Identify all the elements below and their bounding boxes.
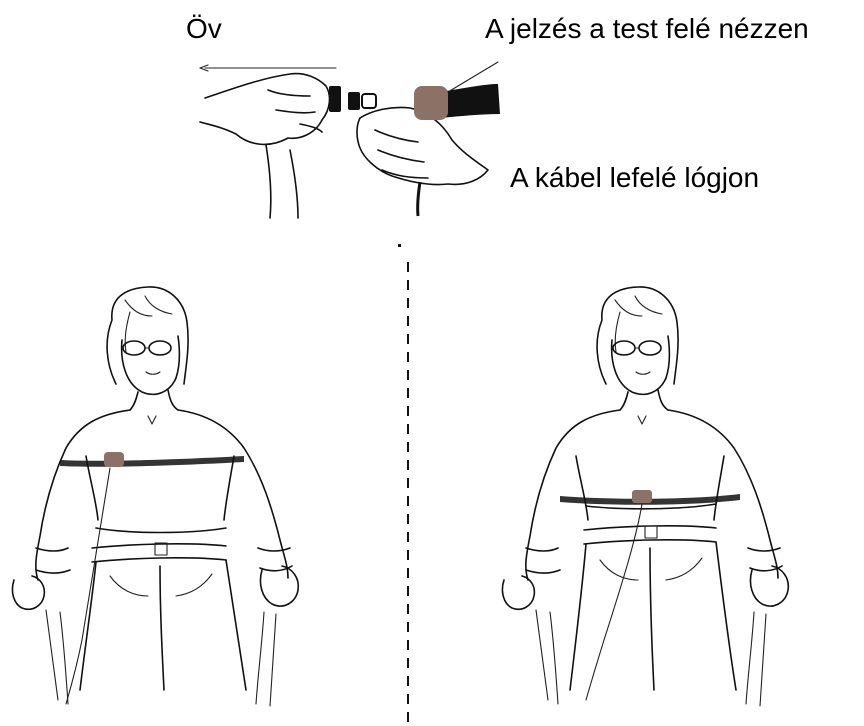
sensor-unit: [414, 86, 448, 120]
hands-fastening-illustration: [200, 62, 500, 218]
belt-strap: [440, 84, 500, 118]
seated-person-waist-belt: [502, 287, 788, 706]
buckle-right: [348, 92, 360, 110]
waist-cable: [586, 504, 642, 700]
chest-sensor: [104, 452, 124, 467]
seated-person-chest-belt: [12, 287, 298, 706]
buckle-left: [329, 86, 341, 112]
chest-belt-strap: [60, 456, 244, 467]
chest-cable: [66, 468, 110, 704]
cable: [418, 182, 420, 216]
waist-sensor: [632, 490, 652, 503]
